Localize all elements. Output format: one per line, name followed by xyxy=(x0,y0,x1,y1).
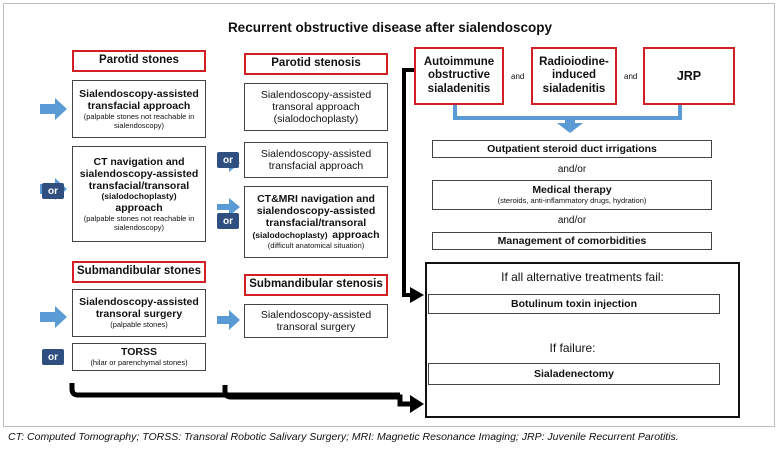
box-steroid-label: Outpatient steroid duct irrigations xyxy=(487,142,657,155)
box-submandibular-stenosis-main: Sialendoscopy-assisted transoral surgery xyxy=(260,308,372,333)
box-steroid-irrigations: Outpatient steroid duct irrigations xyxy=(432,140,712,158)
header-parotid-stenosis: Parotid stenosis xyxy=(244,53,388,75)
box-jrp: JRP xyxy=(643,47,735,105)
bottom-bracket-line xyxy=(69,383,400,398)
box-stenosis-ct-mri-note: (difficult anatomical situation) xyxy=(267,241,365,251)
box-stenosis-ct-mri-mid-row: (sialodochoplasty) approach xyxy=(252,229,379,241)
arrow-icon-parotid-stones-1 xyxy=(40,98,67,120)
box-sialadenectomy: Sialadenectomy xyxy=(428,363,720,385)
box-stenosis-transfacial-main: Sialendoscopy-assisted transfacial appro… xyxy=(260,147,372,172)
and-or-label-2: and/or xyxy=(557,215,587,226)
center-bracket-line xyxy=(222,385,412,407)
box-submandibular-torss-note: (hilar or parenchymal stones) xyxy=(90,358,188,368)
box-jrp-label: JRP xyxy=(676,68,702,83)
and-label-2: and xyxy=(624,72,638,81)
box-submandibular-transoral: Sialendoscopy-assisted transoral surgery… xyxy=(72,289,206,337)
box-comorbidities-label: Management of comorbidities xyxy=(497,234,647,247)
box-parotid-stones-ct-approach: approach xyxy=(115,201,163,214)
header-parotid-stones: Parotid stones xyxy=(72,50,206,72)
figure-frame xyxy=(3,3,775,427)
box-submandibular-torss: TORSS (hilar or parenchymal stones) xyxy=(72,343,206,371)
box-radioiodine-label: Radioiodine-induced sialadenitis xyxy=(539,56,609,95)
right-vertical-line xyxy=(402,68,414,297)
or-badge-parotid-stones: or xyxy=(42,183,64,199)
arrow-icon-submandibular-stones xyxy=(40,306,67,328)
box-botulinum: Botulinum toxin injection xyxy=(428,294,720,314)
box-stenosis-ct-mri: CT&MRI navigation and sialendoscopy-assi… xyxy=(244,186,388,258)
box-autoimmune: Autoimmune obstructive sialadenitis xyxy=(414,47,504,105)
box-stenosis-ct-mri-approach: approach xyxy=(332,229,380,242)
box-submandibular-stenosis-transoral: Sialendoscopy-assisted transoral surgery xyxy=(244,304,388,338)
top-arrowhead xyxy=(410,287,424,303)
or-badge-stenosis-2: or xyxy=(217,152,239,168)
box-comorbidities: Management of comorbidities xyxy=(432,232,712,250)
box-autoimmune-label: Autoimmune obstructive sialadenitis xyxy=(423,56,495,95)
box-radioiodine: Radioiodine-induced sialadenitis xyxy=(531,47,617,105)
box-stenosis-transfacial: Sialendoscopy-assisted transfacial appro… xyxy=(244,142,388,178)
or-badge-submandibular: or xyxy=(42,349,64,365)
box-stenosis-transoral-paren: (sialodochoplasty) xyxy=(273,113,359,126)
box-sialadenectomy-label: Sialadenectomy xyxy=(534,367,614,380)
bottom-arrowhead xyxy=(410,395,424,413)
or-badge-stenosis-3: or xyxy=(217,213,239,229)
footnote: CT: Computed Tomography; TORSS: Transora… xyxy=(8,431,679,443)
box-parotid-stones-transfacial-note: (palpable stones not reachable in sialen… xyxy=(83,111,195,130)
box-botulinum-label: Botulinum toxin injection xyxy=(511,297,637,310)
box-parotid-stones-ct-main: CT navigation and sialendoscopy-assisted… xyxy=(79,155,199,192)
box-parotid-stones-transfacial: Sialendoscopy-assisted transfacial appro… xyxy=(72,80,206,138)
box-stenosis-ct-mri-mid: (sialodochoplasty) xyxy=(252,230,328,241)
header-submandibular-stones-label: Submandibular stones xyxy=(77,265,201,278)
header-submandibular-stenosis-label: Submandibular stenosis xyxy=(249,278,383,291)
and-label-1: and xyxy=(511,72,525,81)
box-escalation xyxy=(425,262,740,418)
box-medical-main: Medical therapy xyxy=(532,184,612,197)
header-submandibular-stones: Submandibular stones xyxy=(72,261,206,283)
box-parotid-stones-ct-mid: (sialodochoplasty) xyxy=(101,191,177,202)
header-parotid-stones-label: Parotid stones xyxy=(99,54,179,67)
box-medical-note: (steroids, anti-inflammatory drugs, hydr… xyxy=(497,196,647,206)
box-parotid-stones-transfacial-main: Sialendoscopy-assisted transfacial appro… xyxy=(79,87,199,112)
text-if-failure: If failure: xyxy=(549,341,596,355)
header-submandibular-stenosis: Submandibular stenosis xyxy=(244,274,388,296)
arrow-icon-submandibular-stenosis xyxy=(217,310,240,330)
box-stenosis-ct-mri-main: CT&MRI navigation and sialendoscopy-assi… xyxy=(256,193,376,230)
and-or-label-1: and/or xyxy=(557,164,587,175)
arrow-icon-blue-down-top xyxy=(557,118,583,133)
box-submandibular-transoral-note: (palpable stones) xyxy=(110,320,168,330)
arrow-icon-parotid-stenosis-3 xyxy=(217,198,240,216)
diagram-title: Recurrent obstructive disease after sial… xyxy=(227,20,553,35)
box-parotid-stones-ct-navigation: CT navigation and sialendoscopy-assisted… xyxy=(72,146,206,242)
box-submandibular-transoral-main: Sialendoscopy-assisted transoral surgery xyxy=(79,296,199,321)
box-stenosis-transoral-main: Sialendoscopy-assisted transoral approac… xyxy=(260,88,372,113)
text-all-fail: If all alternative treatments fail: xyxy=(501,270,664,284)
box-medical-therapy: Medical therapy (steroids, anti-inflamma… xyxy=(432,180,712,210)
box-submandibular-torss-main: TORSS xyxy=(121,346,157,359)
header-parotid-stenosis-label: Parotid stenosis xyxy=(271,57,361,70)
box-parotid-stones-ct-note: (palpable stones not reachable in sialen… xyxy=(83,213,195,232)
box-stenosis-transoral: Sialendoscopy-assisted transoral approac… xyxy=(244,83,388,131)
